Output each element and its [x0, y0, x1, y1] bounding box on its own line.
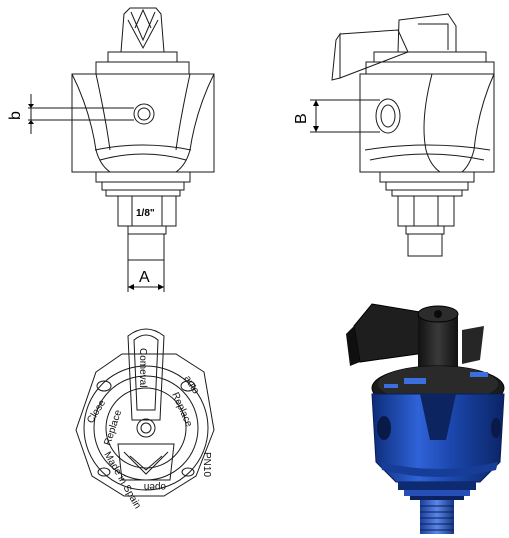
top-view-label-replace-right: Replace — [169, 391, 194, 429]
side-view — [310, 13, 495, 257]
thread-size-label: 1/8" — [136, 208, 155, 219]
top-view-label-pressure: PN10 — [201, 452, 212, 477]
side-view-arrows — [313, 100, 319, 132]
front-view — [28, 7, 215, 292]
valve-3d-render — [346, 303, 505, 534]
front-view-arrows — [28, 104, 164, 290]
top-view — [75, 328, 215, 497]
top-view-label-open: open — [144, 481, 166, 492]
dimension-label-b: b — [7, 111, 24, 120]
dimension-label-big-b: B — [293, 113, 310, 124]
top-view-label-close: Close — [85, 398, 108, 426]
top-view-brand: Comeval — [137, 348, 148, 387]
dimension-label-a: A — [139, 269, 150, 286]
